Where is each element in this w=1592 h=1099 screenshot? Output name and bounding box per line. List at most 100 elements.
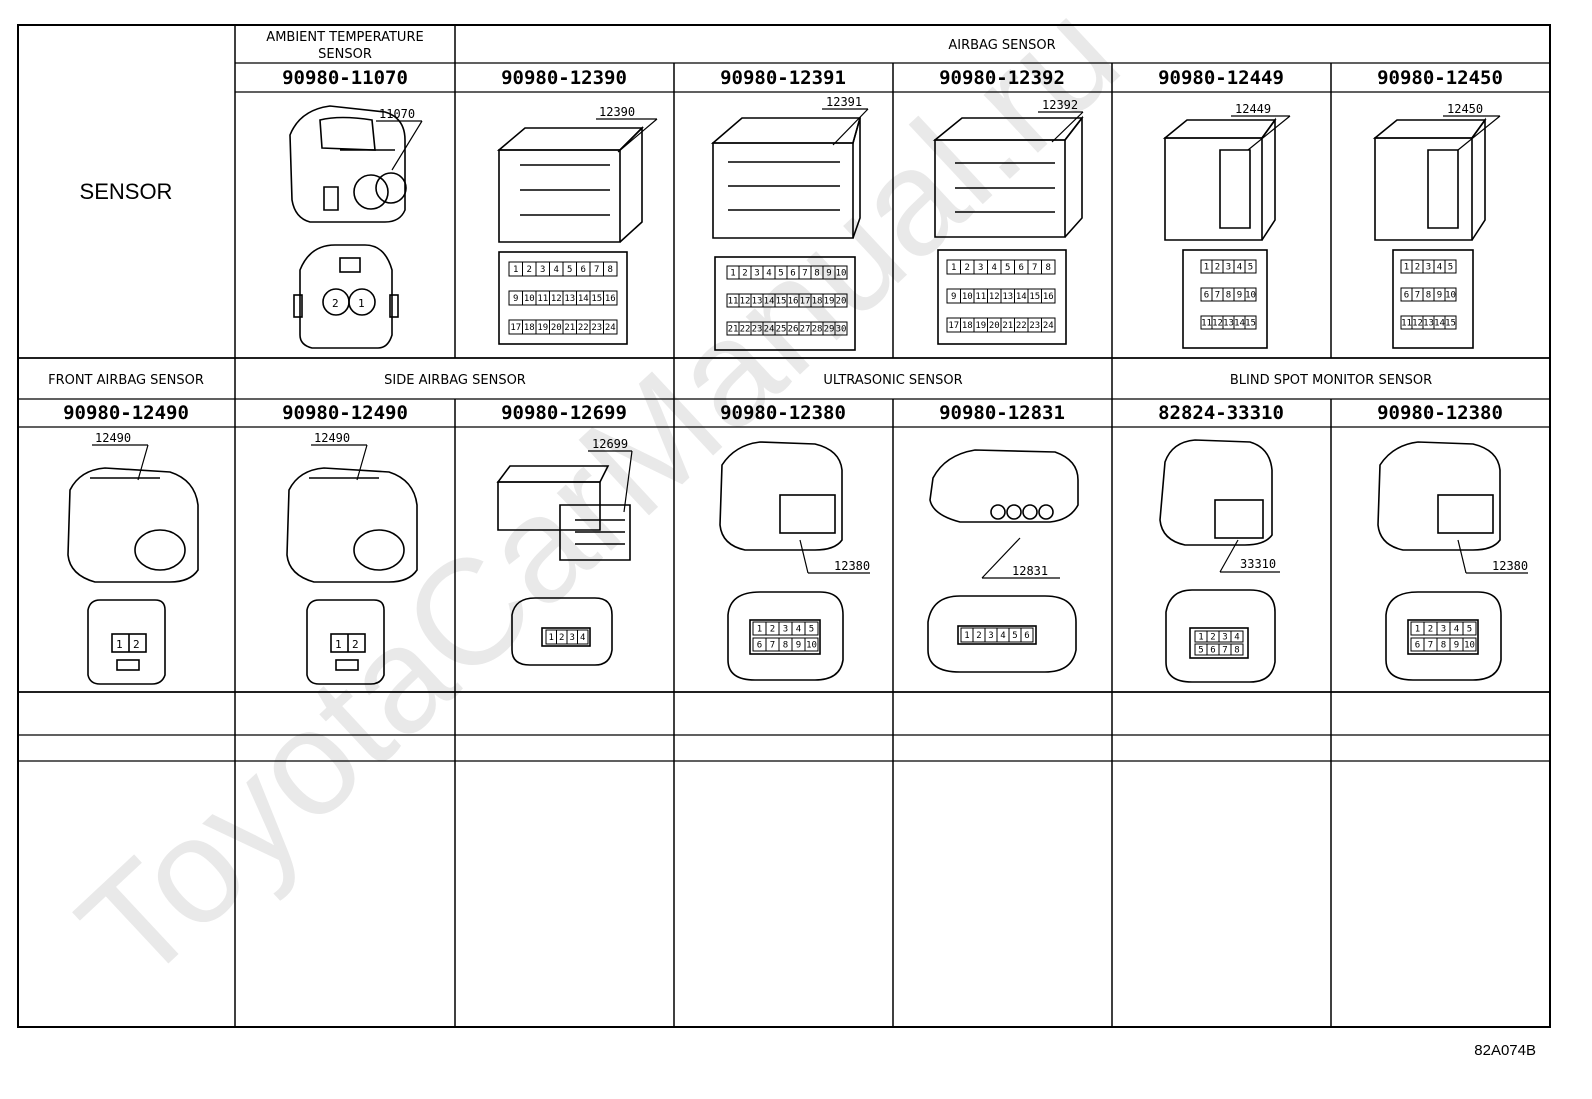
part-number-90980-12449: 90980-12449 <box>1158 67 1284 89</box>
face-12392-pin: 4 <box>992 263 997 273</box>
part-number-82824-33310: 82824-33310 <box>1158 402 1284 424</box>
face-12450-pin: 12 <box>1412 319 1423 329</box>
group-header-side-airbag: SIDE AIRBAG SENSOR <box>384 373 526 388</box>
pin-12490-side-1: 1 <box>335 638 342 651</box>
group-header-ultrasonic: ULTRASONIC SENSOR <box>823 373 962 388</box>
face-33310-pin: 1 <box>1198 633 1203 643</box>
face-12391-pin: 16 <box>788 297 799 307</box>
face-12449-cell <box>1244 287 1257 302</box>
pin-11070-1: 1 <box>358 297 365 310</box>
face-33310-pin: 4 <box>1234 633 1239 643</box>
part-number-90980-12380-ultrasonic: 90980-12380 <box>720 402 846 424</box>
face-12390-pin: 23 <box>591 323 602 333</box>
face-12390-pin: 9 <box>513 294 518 304</box>
face-12699-pin: 1 <box>549 633 554 643</box>
face-12450-cell <box>1444 259 1457 274</box>
connector-12390-iso-drawing <box>496 126 644 243</box>
face-12449-pin: 15 <box>1245 319 1256 329</box>
part-number-90980-12490-front: 90980-12490 <box>63 402 189 424</box>
face-12449-pin: 7 <box>1215 291 1220 301</box>
connector-12449-face <box>1182 249 1268 349</box>
face-12390-pin: 5 <box>567 265 572 275</box>
face-12392-pin: 21 <box>1002 321 1013 331</box>
face-12450-cell <box>1444 287 1457 302</box>
face-12392-pin: 16 <box>1043 292 1054 302</box>
face-12380-bsm-pin: 1 <box>1415 625 1420 635</box>
face-12450-pin: 1 <box>1404 263 1409 273</box>
face-12380-ultrasonic-pin: 8 <box>783 641 788 651</box>
face-12699-cell <box>577 629 589 645</box>
face-12390-pin: 24 <box>605 323 616 333</box>
connector-12380-bsm-iso-drawing <box>1377 441 1501 551</box>
face-12392-pin: 1 <box>951 263 956 273</box>
face-12449-pin: 5 <box>1248 263 1253 273</box>
face-12390-cell <box>603 290 618 306</box>
connector-12699-iso-drawing <box>496 465 631 561</box>
face-12391-pin: 22 <box>740 325 751 335</box>
face-12450-pin: 10 <box>1445 291 1456 301</box>
pin-12490-front-2: 2 <box>133 638 140 651</box>
face-12391-pin: 30 <box>836 325 847 335</box>
face-12380-bsm-pin: 7 <box>1428 641 1433 651</box>
face-12392-pin: 15 <box>1029 292 1040 302</box>
face-12831-cell <box>1020 627 1034 643</box>
callout-12490-front: 12490 <box>95 431 131 445</box>
face-12450-pin: 14 <box>1434 319 1445 329</box>
face-12449-pin: 8 <box>1226 291 1231 301</box>
face-12391-pin: 20 <box>836 297 847 307</box>
part-number-90980-12391: 90980-12391 <box>720 67 846 89</box>
group-header-ambient-line1: AMBIENT TEMPERATURE <box>266 30 423 45</box>
face-12449-cell <box>1244 259 1257 274</box>
face-12380-ultrasonic-pin: 9 <box>796 641 801 651</box>
connector-11070-iso-drawing <box>289 105 407 223</box>
table-grid <box>17 24 1551 1028</box>
callout-12390: 12390 <box>599 105 635 119</box>
face-12450-pin: 3 <box>1426 263 1431 273</box>
face-12391-pin: 17 <box>800 297 811 307</box>
connector-12449-iso-drawing <box>1162 117 1277 241</box>
face-12391-pin: 19 <box>824 297 835 307</box>
callout-33310: 33310 <box>1240 557 1276 571</box>
part-number-90980-12390: 90980-12390 <box>501 67 627 89</box>
connector-12392-iso-drawing <box>932 115 1084 238</box>
group-header-ambient-line2: SENSOR <box>318 47 372 62</box>
face-12831-pin: 4 <box>1000 631 1005 641</box>
connector-12490-side-iso-drawing <box>286 467 418 583</box>
face-12831-pin: 5 <box>1012 631 1017 641</box>
watermark: ToyotaCarManual.ru <box>47 0 1149 1013</box>
part-number-90980-12380-bsm: 90980-12380 <box>1377 402 1503 424</box>
face-12391-pin: 1 <box>730 269 735 279</box>
face-12450-pin: 7 <box>1415 291 1420 301</box>
face-12391-pin: 7 <box>802 269 807 279</box>
callout-12831: 12831 <box>1012 564 1048 578</box>
face-12392-pin: 22 <box>1016 321 1027 331</box>
face-12391-pin: 24 <box>764 325 775 335</box>
face-12450-pin: 11 <box>1401 319 1412 329</box>
face-12450-pin: 13 <box>1423 319 1434 329</box>
face-12391-pin: 9 <box>826 269 831 279</box>
face-12391-pin: 4 <box>766 269 771 279</box>
connector-12831-iso-drawing <box>929 449 1079 523</box>
group-header-blind-spot: BLIND SPOT MONITOR SENSOR <box>1230 373 1432 388</box>
face-12392-pin: 5 <box>1005 263 1010 273</box>
face-12391-pin: 13 <box>752 297 763 307</box>
connector-33310-iso-drawing <box>1159 439 1273 546</box>
face-12392-pin: 20 <box>989 321 1000 331</box>
face-12380-ultrasonic-pin: 1 <box>757 625 762 635</box>
face-12380-bsm-pin: 8 <box>1441 641 1446 651</box>
face-12450-pin: 8 <box>1426 291 1431 301</box>
face-12392-pin: 23 <box>1029 321 1040 331</box>
face-33310-pin: 6 <box>1210 646 1215 656</box>
face-12392-pin: 3 <box>978 263 983 273</box>
face-12449-cell <box>1244 315 1257 330</box>
face-12390-pin: 10 <box>524 294 535 304</box>
face-12392-pin: 6 <box>1019 263 1024 273</box>
face-12392-pin: 10 <box>962 292 973 302</box>
connector-12380-ultrasonic-iso-drawing <box>719 441 843 551</box>
connector-11070-face <box>293 244 399 349</box>
face-12449-pin: 13 <box>1223 319 1234 329</box>
